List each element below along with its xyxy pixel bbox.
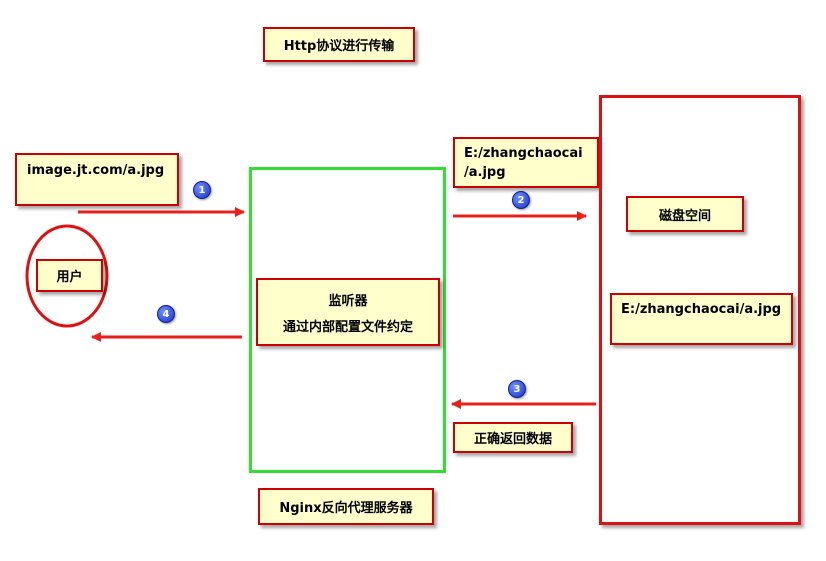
request-url-note: image.jt.com/a.jpg	[15, 153, 179, 206]
step-3-badge: 3	[508, 380, 526, 398]
step-1-badge: 1	[193, 181, 211, 199]
listener-subtitle: 通过内部配置文件约定	[282, 319, 413, 335]
listener-note: 监听器 通过内部配置文件约定	[256, 278, 440, 346]
user-text: 用户	[56, 270, 83, 285]
disk-label-text: 磁盘空间	[658, 208, 711, 224]
disk-file-note: E:/zhangchaocai/a.jpg	[610, 293, 793, 345]
return-label-text: 正确返回数据	[473, 432, 552, 447]
request-url-text: image.jt.com/a.jpg	[27, 163, 165, 178]
step-4-badge: 4	[157, 305, 175, 323]
user-ellipse	[25, 224, 109, 328]
title-text: Http协议进行传输	[283, 39, 395, 54]
disk-file-text: E:/zhangchaocai/a.jpg	[621, 302, 782, 317]
server-label-note: Nginx反向代理服务器	[258, 488, 434, 525]
disk-path-line1: E:/zhangchaocai	[464, 146, 583, 161]
return-label-note: 正确返回数据	[453, 422, 573, 453]
step-2-badge: 2	[512, 191, 530, 209]
listener-title: 监听器	[328, 293, 368, 309]
disk-path-note: E:/zhangchaocai /a.jpg	[453, 137, 599, 188]
title-note: Http协议进行传输	[263, 27, 415, 62]
server-label-text: Nginx反向代理服务器	[279, 501, 413, 516]
user-note: 用户	[36, 259, 103, 292]
disk-path-line2: /a.jpg	[464, 165, 506, 180]
disk-label-note: 磁盘空间	[626, 196, 744, 232]
